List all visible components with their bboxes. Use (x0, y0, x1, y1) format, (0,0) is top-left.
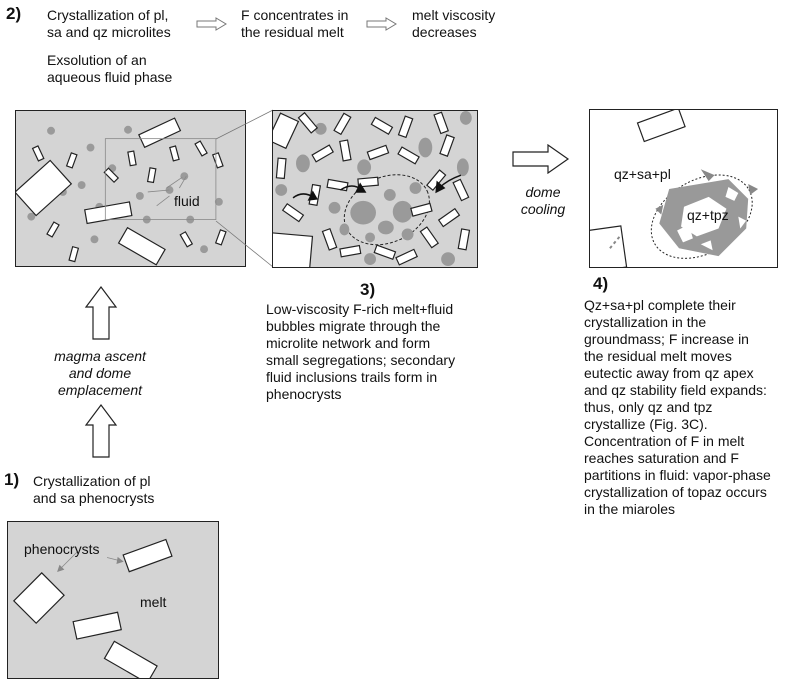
step1-number: 1) (4, 470, 20, 489)
fluid-label: fluid (174, 193, 200, 209)
arrow-up-icon (84, 404, 118, 458)
phenocrysts-label: phenocrysts (24, 541, 100, 557)
arrow-right-icon (196, 17, 227, 31)
step4-panel: qz+sa+pl qz+tpz (589, 109, 778, 268)
step2-item-f-concentrates: F concentrates in the residual melt (241, 7, 349, 40)
arrow-up-icon (84, 286, 118, 340)
step2-item-viscosity: melt viscosity decreases (412, 7, 496, 40)
step3-description: Low-viscosity F-rich melt+fluid bubbles … (266, 301, 456, 402)
assemblage-label: qz+sa+pl (614, 166, 671, 182)
tpz-label: qz+tpz (687, 207, 729, 223)
arrow-right-icon (512, 144, 570, 174)
magma-ascent-label: magma ascent and dome emplacement (54, 348, 146, 398)
step2-item-microlites: Crystallization of pl, sa and qz microli… (47, 7, 171, 40)
arrow-right-icon (366, 17, 397, 31)
step4-description: Qz+sa+pl complete their crystallization … (584, 297, 771, 517)
step2-exsolution: Exsolution of an aqueous fluid phase (47, 52, 173, 85)
step2-panel: fluid (15, 110, 246, 267)
step1-panel: phenocrysts melt (7, 521, 219, 679)
step3-panel (272, 110, 478, 268)
step3-number: 3) (360, 280, 376, 299)
step1-description: Crystallization of pl and sa phenocrysts (33, 473, 155, 506)
dome-cooling-label: dome cooling (520, 184, 566, 217)
melt-label: melt (140, 594, 167, 610)
step4-number: 4) (593, 274, 609, 293)
step2-number: 2) (6, 4, 22, 23)
